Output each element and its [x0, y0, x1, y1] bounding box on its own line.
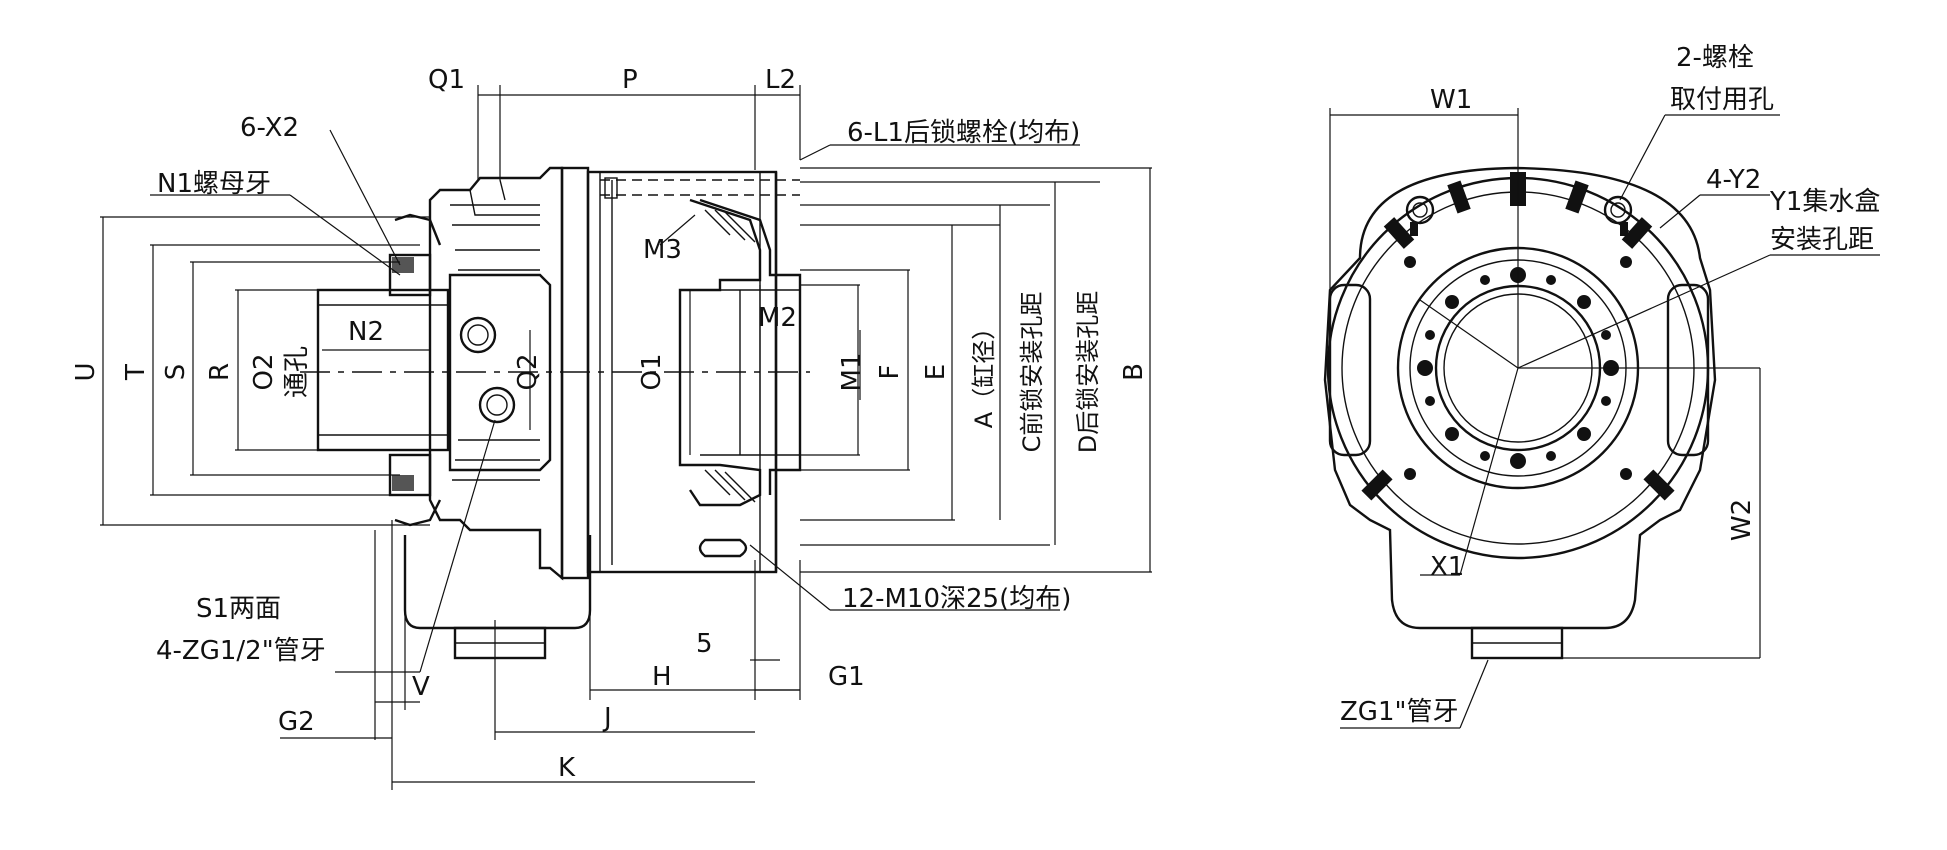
front-view: W1 2-螺栓 取付用孔 4-Y2 Y1集水盒 安装孔距 X1 ZG1"管牙 W… — [1323, 43, 1880, 729]
label-C: C前锁安装孔距 — [1018, 292, 1046, 453]
label-ZG1: ZG1"管牙 — [1340, 697, 1458, 727]
label-L2: L2 — [765, 65, 796, 95]
label-bolt2: 取付用孔 — [1670, 85, 1774, 115]
front-outer-body — [1323, 166, 1717, 630]
rotary-body — [428, 166, 564, 581]
label-Q1: Q1 — [428, 65, 465, 95]
label-M10: 12-M10深25(均布) — [842, 584, 1071, 614]
mount-bolt-left — [1405, 195, 1435, 225]
label-E: E — [921, 364, 951, 380]
label-N2: N2 — [348, 317, 384, 347]
label-U: U — [71, 362, 101, 381]
label-S1: S1两面 — [196, 594, 281, 624]
label-A: A（缸径） — [970, 316, 998, 428]
rear-shaft — [316, 288, 450, 452]
label-X1: X1 — [1430, 552, 1464, 582]
label-Q2: Q2 — [513, 353, 543, 390]
label-N1: N1螺母牙 — [157, 169, 271, 199]
label-G2: G2 — [278, 707, 315, 737]
label-M3: M3 — [643, 235, 682, 265]
label-Y1b: 安装孔距 — [1770, 225, 1874, 255]
dimensions-right — [1329, 108, 1880, 729]
mount-bolt-right — [1603, 195, 1633, 225]
label-K: K — [558, 753, 576, 783]
label-R: R — [205, 363, 235, 381]
label-D: D后锁安装孔距 — [1074, 291, 1102, 453]
cooling-fins — [450, 179, 540, 481]
label-V: V — [412, 672, 430, 702]
label-G1: G1 — [828, 662, 865, 692]
port-upper — [459, 316, 497, 354]
label-Y2: 4-Y2 — [1706, 165, 1761, 195]
piston-section — [678, 198, 762, 507]
label-ZG12: 4-ZG1/2"管牙 — [156, 636, 326, 666]
flange-plate — [560, 166, 590, 580]
label-W1: W1 — [1430, 85, 1472, 115]
label-five: 5 — [696, 629, 713, 659]
ring-holes — [1404, 256, 1632, 480]
dimensions-left — [100, 85, 1152, 790]
label-T: T — [121, 364, 151, 381]
label-L1: 6-L1后锁螺栓(均布) — [847, 118, 1080, 148]
label-P: P — [622, 65, 638, 95]
label-X2: 6-X2 — [240, 113, 299, 143]
label-H: H — [652, 662, 672, 692]
side-section-view: Q1 P L2 6-X2 N1螺母牙 6-L1后锁螺栓(均布) M3 N2 M2… — [71, 65, 1152, 790]
label-tongkong: 通孔 — [282, 346, 312, 398]
label-B: B — [1119, 363, 1149, 381]
label-O1: O1 — [637, 353, 667, 390]
label-J: J — [602, 703, 612, 733]
label-bolt1: 2-螺栓 — [1676, 43, 1754, 73]
label-W2: W2 — [1727, 499, 1757, 541]
label-S: S — [161, 364, 191, 381]
label-F: F — [875, 365, 905, 380]
label-M1: M1 — [837, 353, 867, 392]
label-O2: O2 — [249, 353, 279, 390]
label-M2: M2 — [758, 303, 797, 333]
label-Y1a: Y1集水盒 — [1769, 187, 1880, 217]
port-lower — [478, 386, 516, 424]
